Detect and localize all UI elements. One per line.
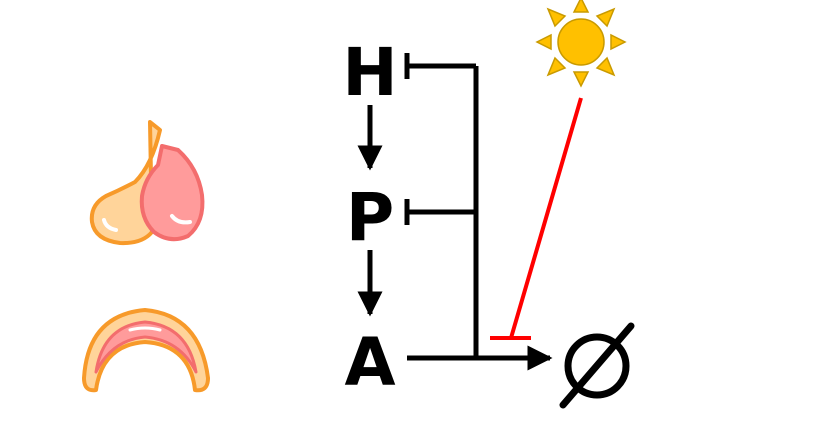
light-inhibition-line (509, 97, 583, 339)
pituitary-gland-icon (89, 120, 205, 246)
node-h-label: H (342, 34, 397, 111)
adrenal-gland-icon (82, 308, 210, 393)
sun-icon (535, 0, 627, 88)
degradation-null-symbol: ∅ (559, 322, 635, 409)
node-p-label: P (346, 179, 394, 256)
node-a-label: A (344, 324, 395, 401)
